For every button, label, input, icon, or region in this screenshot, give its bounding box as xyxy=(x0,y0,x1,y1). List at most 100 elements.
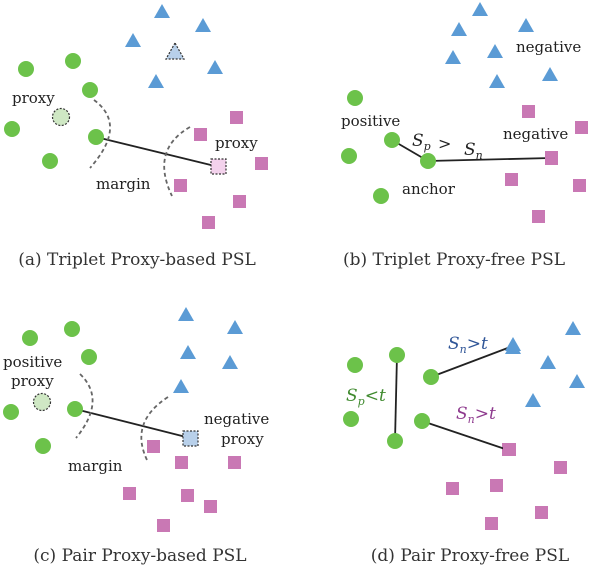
negative-triangles-c xyxy=(173,307,243,393)
negative-square xyxy=(174,179,187,192)
negative-pair-square xyxy=(503,443,516,456)
symbol-sn: Sn xyxy=(464,140,483,162)
negative-squares-d xyxy=(446,443,567,530)
negative-square xyxy=(181,489,194,502)
positive-point xyxy=(341,148,357,164)
label-proxy-left: proxy xyxy=(11,372,54,390)
negative-square xyxy=(230,111,243,124)
negative-square xyxy=(157,519,170,532)
positive-pair-line xyxy=(394,354,398,442)
positives-b xyxy=(341,90,389,204)
anchor-negative-line xyxy=(427,157,552,162)
label-proxy-right: proxy xyxy=(221,430,264,448)
negative-triangle xyxy=(207,60,223,74)
negative-square xyxy=(573,179,586,192)
anchor-point xyxy=(67,401,83,417)
negative-square xyxy=(490,479,503,492)
positive-point xyxy=(42,153,58,169)
negative-triangle xyxy=(451,22,467,36)
panel-c: positive proxy negative proxy margin (c)… xyxy=(3,307,269,566)
label-proxy-right: proxy xyxy=(215,134,258,152)
positive-point xyxy=(3,404,19,420)
caption-b: (b) Triplet Proxy-free PSL xyxy=(343,250,565,270)
panel-b: negative positive negative anchor Sp > S… xyxy=(341,2,588,270)
negative-triangle xyxy=(180,345,196,359)
positive-point xyxy=(64,321,80,337)
negative-square xyxy=(522,105,535,118)
negative-square xyxy=(147,440,160,453)
negative-square xyxy=(233,195,246,208)
positive-point xyxy=(373,188,389,204)
symbol-sp: Sp xyxy=(412,131,431,153)
symbol-greater-than: > xyxy=(438,134,451,153)
negative-pair-anchor-top xyxy=(423,369,439,385)
negative-pair-line-top xyxy=(430,345,514,378)
negative-triangle xyxy=(445,50,461,64)
negative-square xyxy=(194,128,207,141)
positive-point xyxy=(347,90,363,106)
negative-triangles-b xyxy=(445,2,558,88)
negative-pair-line-bottom xyxy=(421,420,509,451)
label-negative: negative xyxy=(204,410,269,428)
negative-square xyxy=(202,216,215,229)
negative-triangle xyxy=(125,33,141,47)
negative-proxy-square xyxy=(210,158,227,175)
negative-triangle xyxy=(472,2,488,16)
negative-square xyxy=(554,461,567,474)
negative-squares-c xyxy=(123,440,241,532)
label-negative-right: negative xyxy=(503,125,568,143)
margin-arc-left xyxy=(75,373,94,439)
negative-triangle xyxy=(565,321,581,335)
negative-square xyxy=(123,487,136,500)
positive-sample xyxy=(384,132,400,148)
positives-a xyxy=(4,53,98,169)
negative-triangle xyxy=(487,44,503,58)
anchor-proxy-line xyxy=(95,136,220,168)
positive-point xyxy=(343,411,359,427)
positive-point xyxy=(4,121,20,137)
symbol-sp: Sp<t xyxy=(346,386,386,408)
positive-pair-point-top xyxy=(389,347,405,363)
positive-point xyxy=(18,61,34,77)
negative-triangles-d xyxy=(505,321,585,407)
positives-c xyxy=(3,321,97,454)
positive-point xyxy=(82,82,98,98)
negative-square xyxy=(228,456,241,469)
negative-proxy-triangle xyxy=(164,41,186,60)
margin-arc-right xyxy=(163,126,191,197)
negative-triangles-a xyxy=(125,4,223,88)
negative-squares-a xyxy=(174,111,268,229)
negative-square xyxy=(446,482,459,495)
panel-a: proxy proxy margin (a) Triplet Proxy-bas… xyxy=(4,4,268,270)
negative-triangle xyxy=(540,355,556,369)
negative-triangle xyxy=(173,379,189,393)
negative-square xyxy=(505,173,518,186)
label-proxy-left: proxy xyxy=(12,89,55,107)
caption-c: (c) Pair Proxy-based PSL xyxy=(33,546,246,566)
positive-point xyxy=(35,438,51,454)
negative-proxy-square xyxy=(182,430,199,447)
positive-pair-point-bottom xyxy=(387,433,403,449)
negative-square xyxy=(575,121,588,134)
negative-triangle xyxy=(525,393,541,407)
negative-triangle xyxy=(518,18,534,32)
negative-triangle xyxy=(148,74,164,88)
anchor-proxy-line xyxy=(74,408,191,439)
negative-triangle xyxy=(195,18,211,32)
symbol-sn-mid: Sn>t xyxy=(456,404,496,426)
label-anchor: anchor xyxy=(402,180,456,198)
margin-arc-left xyxy=(89,99,111,169)
negative-square xyxy=(532,210,545,223)
caption-a: (a) Triplet Proxy-based PSL xyxy=(18,250,256,270)
positive-point xyxy=(22,330,38,346)
negative-pair-anchor-bottom xyxy=(414,413,430,429)
negative-square xyxy=(535,506,548,519)
negative-squares-b xyxy=(505,105,588,223)
label-positive: positive xyxy=(341,112,400,130)
symbol-sn-top: Sn>t xyxy=(448,334,488,356)
negative-triangle xyxy=(489,74,505,88)
negative-square xyxy=(204,500,217,513)
positive-point xyxy=(65,53,81,69)
negative-triangle xyxy=(227,320,243,334)
label-positive: positive xyxy=(3,353,62,371)
